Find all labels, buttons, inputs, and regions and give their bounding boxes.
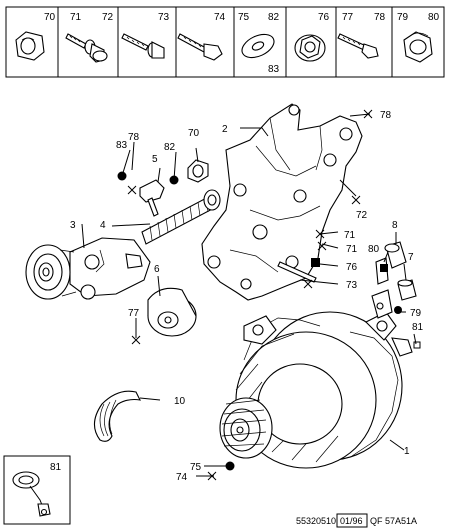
callout-3: 3 <box>70 220 76 231</box>
callout-75: 75 <box>190 462 202 473</box>
callout-74: 74 <box>176 472 188 483</box>
callout-10: 10 <box>174 396 186 407</box>
drawing-reference: 55320510 01/96 QF 57A51A <box>296 513 417 528</box>
callout-76: 76 <box>346 262 358 273</box>
leader-lines <box>81 109 421 481</box>
hw-label: 76 <box>318 12 330 23</box>
marker-dot-79 <box>394 306 402 314</box>
callout-78-top: 78 <box>380 110 392 121</box>
tensioner-arm <box>69 237 151 300</box>
bolt-5 <box>139 179 165 217</box>
flange-bolt-icon <box>121 33 165 59</box>
ref-prefix: 55320510 <box>296 516 336 526</box>
marker-square-80 <box>380 264 388 272</box>
main-assembly <box>25 103 417 469</box>
hw-label: 78 <box>374 12 386 23</box>
hw-label: 70 <box>44 12 56 23</box>
callout-2: 2 <box>222 124 228 135</box>
lock-nut-icon <box>403 31 433 63</box>
callout-79: 79 <box>410 308 422 319</box>
alternator-bracket <box>201 103 363 301</box>
callout-81: 81 <box>412 322 424 333</box>
callout-5: 5 <box>152 154 158 165</box>
hw-label: 73 <box>158 12 170 23</box>
hw-label: 80 <box>428 12 440 23</box>
inset-81: 81 <box>3 455 71 525</box>
callout-78-left: 78 <box>128 132 140 143</box>
flat-washer-icon <box>241 33 275 59</box>
hardware-header: 70 71 72 73 <box>5 6 445 78</box>
hw-label: 79 <box>397 12 409 23</box>
hw-label: 75 <box>238 12 250 23</box>
ref-suffix: QF 57A51A <box>370 516 417 526</box>
callout-71-top: 71 <box>344 230 356 241</box>
hw-label: 74 <box>214 12 226 23</box>
bolt-73 <box>277 261 317 283</box>
callout-4: 4 <box>100 220 106 231</box>
ref-boxed: 01/96 <box>340 516 363 526</box>
callout-1: 1 <box>404 446 410 457</box>
callout-labels: 2 78 78 83 5 82 70 3 4 6 77 72 71 71 76 … <box>70 110 424 483</box>
hw-label: 83 <box>268 64 280 75</box>
terminal-cap-7 <box>397 279 417 301</box>
callout-6: 6 <box>154 264 160 275</box>
callout-70: 70 <box>188 128 200 139</box>
hw-box-75-82-83: 75 82 83 <box>233 6 287 78</box>
tensioner-pulley <box>25 244 77 300</box>
callout-71-bottom: 71 <box>346 244 358 255</box>
callout-8: 8 <box>392 220 398 231</box>
callout-80: 80 <box>368 244 380 255</box>
marker-square-76 <box>311 258 320 267</box>
poly-v-belt <box>93 390 141 442</box>
callout-82: 82 <box>164 142 176 153</box>
hw-box-76: 76 <box>285 6 337 78</box>
tensioner-spring <box>141 189 221 245</box>
socket-bolt-icon <box>337 33 379 59</box>
hw-label: 71 <box>70 12 82 23</box>
callout-73: 73 <box>346 280 358 291</box>
callout-77: 77 <box>128 308 140 319</box>
terminal-cap-8 <box>384 241 407 269</box>
marker-dot-75 <box>225 461 235 471</box>
hw-box-71-72: 71 72 <box>57 6 119 78</box>
hw-label: 82 <box>268 12 280 23</box>
inset-label: 81 <box>50 462 62 473</box>
flange-nut-icon <box>294 34 326 62</box>
cable-clip-icon <box>12 471 51 517</box>
cap-nut-70 <box>187 159 209 183</box>
hw-box-77-78: 77 78 <box>335 6 393 78</box>
callout-7: 7 <box>408 252 414 263</box>
idler-roller <box>147 287 197 337</box>
hex-bolt-icon <box>177 33 223 61</box>
hw-box-73: 73 <box>117 6 177 78</box>
alternator <box>219 311 413 469</box>
hw-box-79-80: 79 80 <box>391 6 445 78</box>
hw-label: 77 <box>342 12 354 23</box>
hw-box-74: 74 <box>175 6 235 78</box>
cap-nut-icon <box>15 31 45 61</box>
hw-box-70: 70 <box>5 6 59 78</box>
callout-83: 83 <box>116 140 128 151</box>
callout-72: 72 <box>356 210 368 221</box>
bolt-with-washer-icon <box>65 33 108 63</box>
hw-label: 72 <box>102 12 114 23</box>
